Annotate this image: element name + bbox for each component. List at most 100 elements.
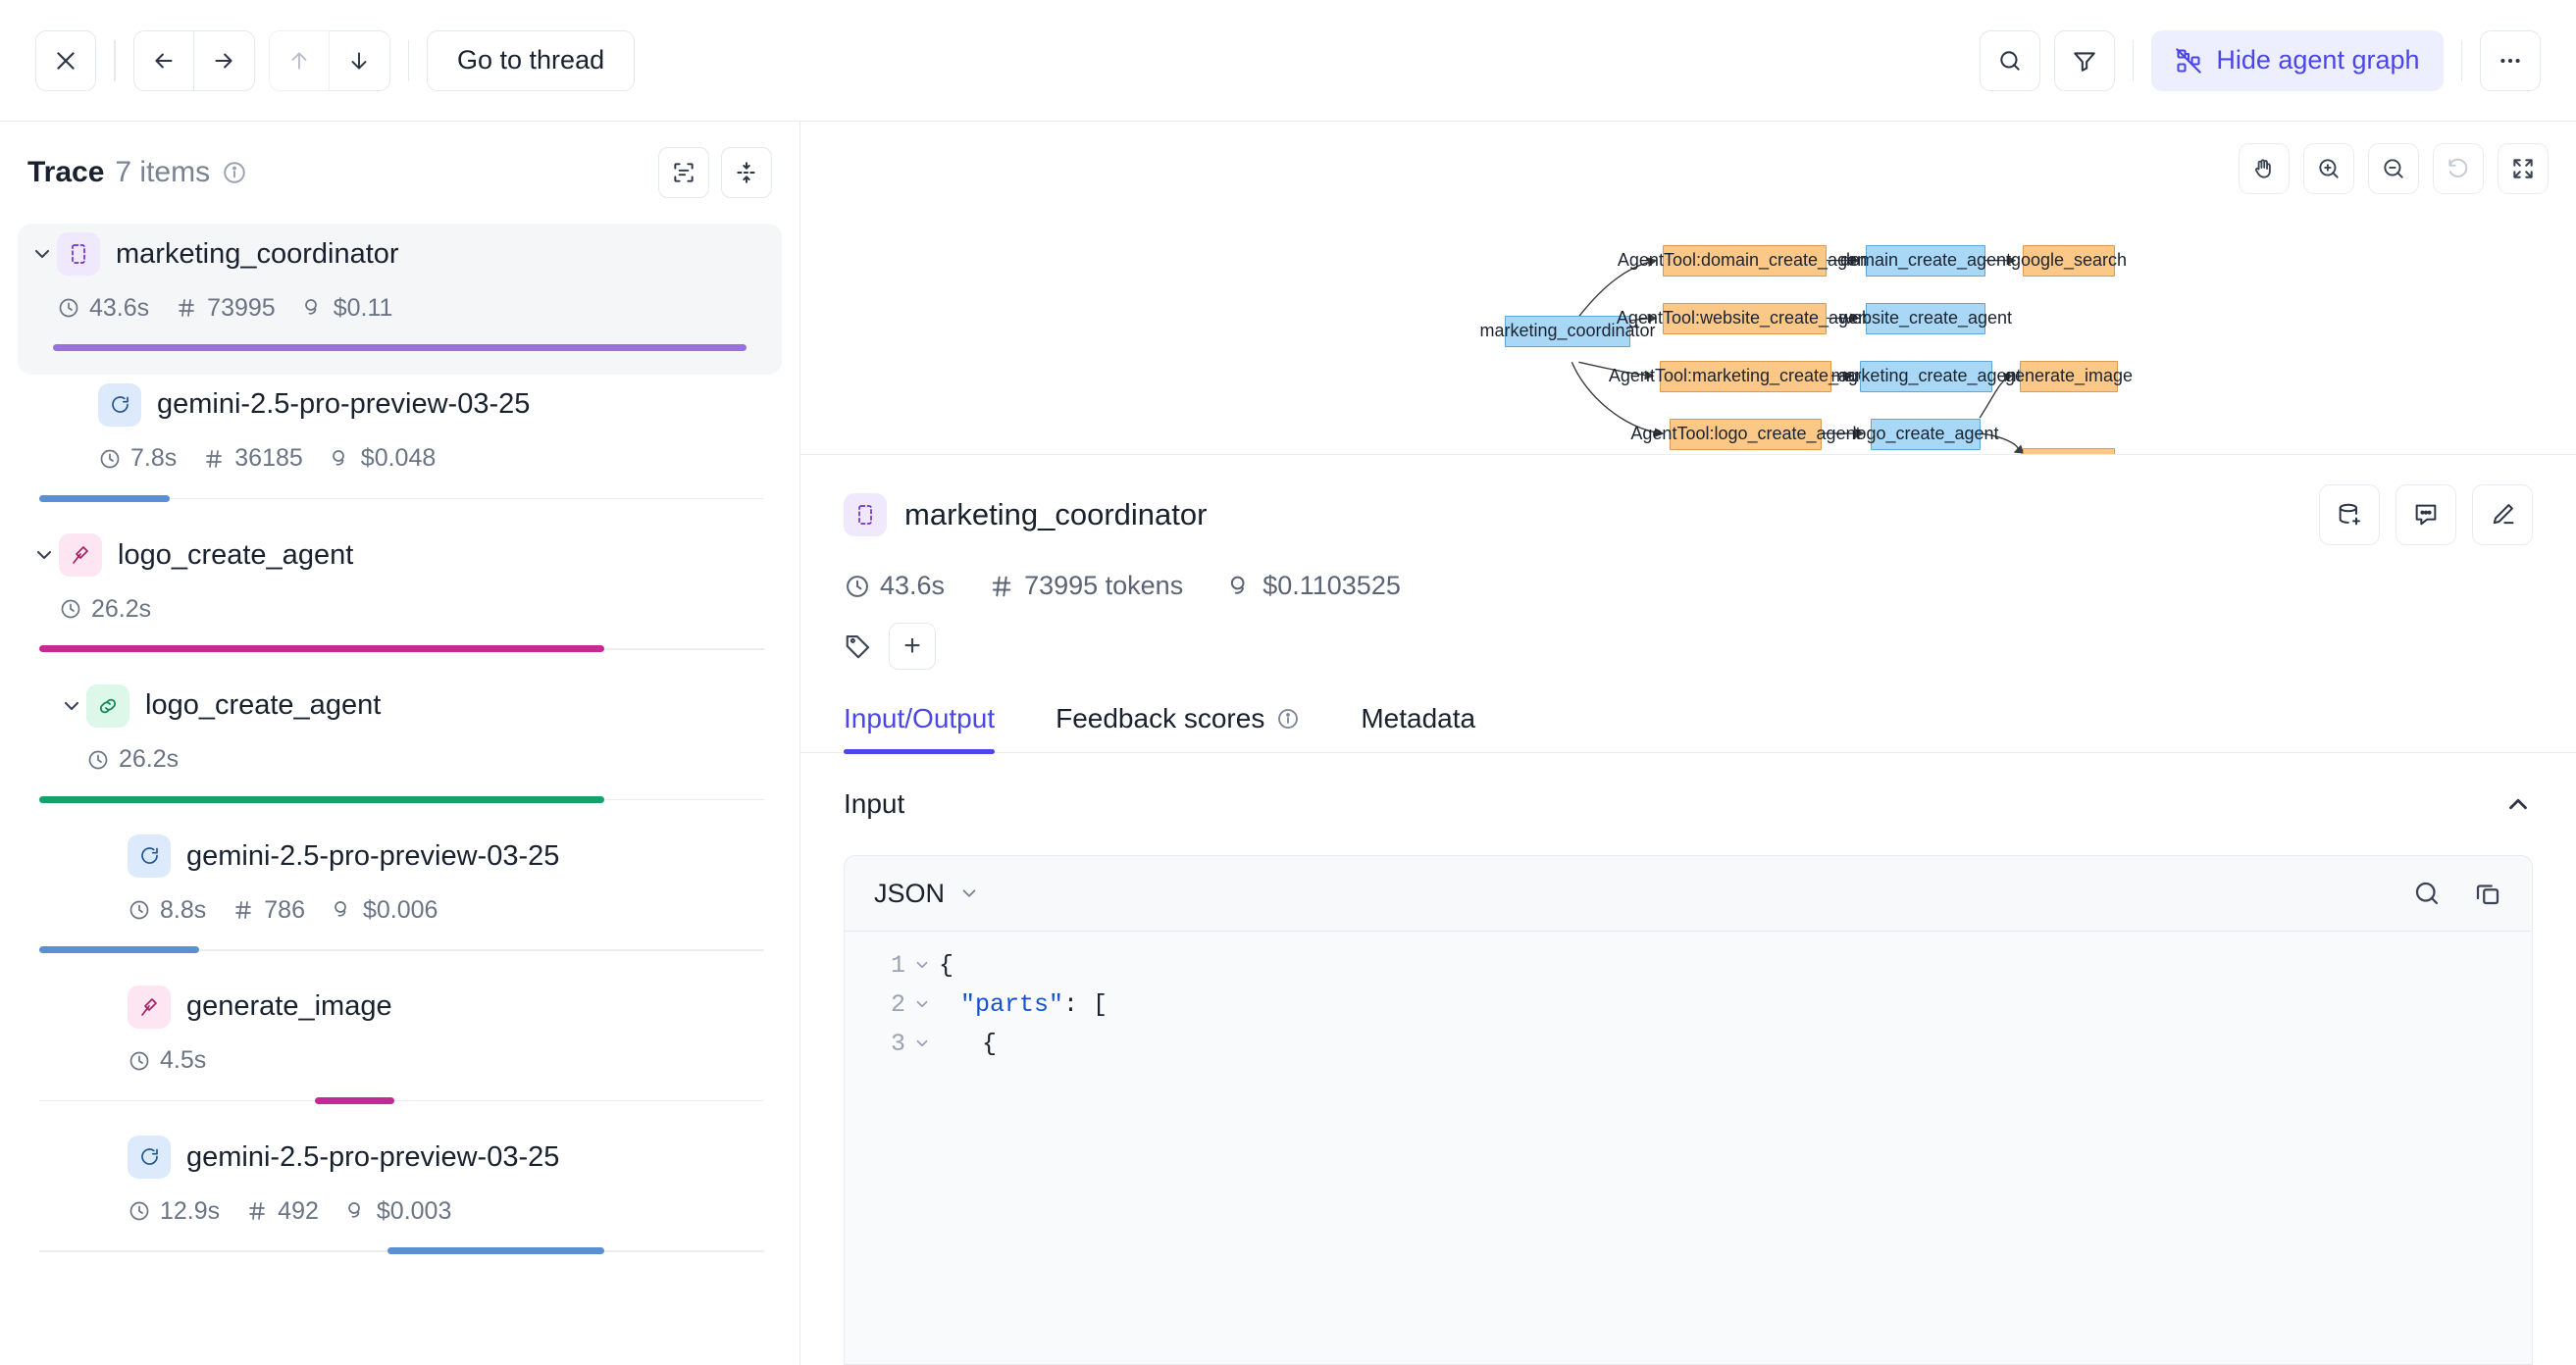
info-icon[interactable] <box>1276 707 1300 731</box>
copy-code-button[interactable] <box>2473 879 2502 908</box>
graph-node-agenttool-domain-create-agent[interactable]: AgentTool:domain_create_agent <box>1618 245 1872 277</box>
tree-node-logo-create-agent-tool[interactable]: logo_create_agent 26.2s <box>0 525 799 676</box>
graph-node-load-artifacts[interactable]: load_artifacts <box>2016 448 2122 454</box>
duration-bar-fill <box>39 645 605 652</box>
duration-metric: 26.2s <box>86 745 179 774</box>
tab-feedback-scores[interactable]: Feedback scores <box>1056 703 1300 752</box>
fold-chevron-icon[interactable] <box>905 1035 939 1052</box>
collapse-all-button[interactable] <box>721 147 772 198</box>
expand-chevron-icon[interactable] <box>57 694 86 718</box>
fold-chevron-icon[interactable] <box>905 995 939 1013</box>
trace-sidebar: Trace 7 items <box>0 122 800 1365</box>
tree-node-marketing-coordinator[interactable]: marketing_coordinator 43.6s 73995 <box>18 224 782 375</box>
text-scan-icon <box>674 163 694 182</box>
graph-node-marketing-coordinator[interactable]: marketing_coordinator <box>1479 316 1656 347</box>
comment-icon <box>2415 504 2437 526</box>
input-code-card: JSON <box>844 855 2533 1365</box>
tokens-value: 73995 <box>207 293 276 322</box>
clock-icon <box>847 575 868 597</box>
tree-node-logo-create-agent-chain[interactable]: logo_create_agent 26.2s <box>0 676 799 827</box>
pan-tool-button[interactable] <box>2239 143 2290 194</box>
tree-node-gemini-2[interactable]: gemini-2.5-pro-preview-03-25 8.8s 786 <box>0 826 799 977</box>
graph-node-marketing-create-agent[interactable]: marketing_create_agent <box>1830 361 2022 392</box>
close-button[interactable] <box>35 29 96 91</box>
add-tag-button[interactable]: + <box>889 623 936 670</box>
hash-icon <box>992 576 1011 596</box>
duration-bar-track <box>39 1247 764 1254</box>
graph-node-agenttool-marketing-create-agent[interactable]: AgentTool:marketing_create_agent <box>1609 361 1882 392</box>
copy-icon <box>2476 885 2499 905</box>
code-content[interactable]: 1 { 2 "parts": [ <box>845 931 2532 1364</box>
hide-agent-graph-button[interactable]: Hide agent graph <box>2151 29 2444 91</box>
llm-icon <box>128 834 171 878</box>
more-options-button[interactable] <box>2480 29 2541 91</box>
cost-value: $0.003 <box>376 1196 452 1225</box>
filter-button[interactable] <box>2053 29 2115 91</box>
tree-node-gemini-3[interactable]: gemini-2.5-pro-preview-03-25 12.9s 492 <box>0 1127 799 1278</box>
graph-node-logo-create-agent[interactable]: logo_create_agent <box>1852 419 1999 450</box>
duration-value: 26.2s <box>119 745 180 773</box>
graph-node-generate-image[interactable]: generate_image <box>2005 361 2133 392</box>
toggle-details-button[interactable] <box>658 147 709 198</box>
go-to-thread-button[interactable]: Go to thread <box>427 29 636 91</box>
tab-input-output[interactable]: Input/Output <box>844 703 996 754</box>
zoom-in-button[interactable] <box>2303 143 2354 194</box>
coins-icon <box>332 449 344 466</box>
next-span-button[interactable] <box>329 29 390 91</box>
tree-node-gemini-1[interactable]: gemini-2.5-pro-preview-03-25 7.8s 36185 <box>0 375 799 526</box>
graph-node-website-create-agent[interactable]: website_create_agent <box>1839 303 2012 334</box>
code-search-button[interactable] <box>2412 879 2442 908</box>
fold-chevron-icon[interactable] <box>905 956 939 974</box>
graph-toolbar <box>2239 143 2549 194</box>
duration-metric: 26.2s <box>59 595 151 624</box>
trace-item-count: 7 items <box>115 156 211 188</box>
span-detail-panel: marketing_coordinator <box>800 455 2576 1365</box>
trace-tree: marketing_coordinator 43.6s 73995 <box>0 224 799 1365</box>
zoom-out-button[interactable] <box>2368 143 2419 194</box>
duration-metric: 4.5s <box>128 1046 206 1075</box>
expand-chevron-icon[interactable] <box>29 543 59 567</box>
graph-node-google-search[interactable]: google_search <box>2011 245 2127 277</box>
language-selector[interactable]: JSON <box>874 879 980 909</box>
input-output-section: Input JSON <box>800 753 2576 1365</box>
fullscreen-button[interactable] <box>2498 143 2549 194</box>
input-section-title: Input <box>844 788 905 819</box>
duration-value: 8.8s <box>160 895 207 924</box>
graph-node-agenttool-logo-create-agent[interactable]: AgentTool:logo_create_agent <box>1630 419 1861 450</box>
comment-button[interactable] <box>2396 484 2456 545</box>
cost-metric: $0.006 <box>331 896 438 925</box>
trace-header-actions <box>658 147 772 198</box>
zoom-in-icon <box>2319 159 2339 178</box>
arrow-right-icon <box>215 53 232 68</box>
clock-icon <box>129 1051 149 1070</box>
line-number: 2 <box>890 989 905 1019</box>
detail-actions <box>2319 484 2533 545</box>
input-section-header[interactable]: Input <box>844 753 2533 855</box>
graph-node-agenttool-website-create-agent[interactable]: AgentTool:website_create_agent <box>1617 303 1873 334</box>
expand-chevron-icon[interactable] <box>27 242 57 266</box>
reset-icon <box>2448 158 2468 177</box>
search-button[interactable] <box>1979 29 2040 91</box>
add-to-dataset-button[interactable] <box>2319 484 2380 545</box>
back-button[interactable] <box>132 29 194 91</box>
clock-icon <box>59 298 78 318</box>
previous-span-button[interactable] <box>268 29 330 91</box>
search-icon <box>2415 882 2439 905</box>
edit-button[interactable] <box>2472 484 2533 545</box>
tree-node-label: marketing_coordinator <box>116 237 399 270</box>
tree-node-generate-image[interactable]: generate_image 4.5s <box>0 977 799 1128</box>
tab-metadata[interactable]: Metadata <box>1361 703 1475 752</box>
main-body: Trace 7 items <box>0 122 2576 1365</box>
reset-view-button[interactable] <box>2433 143 2484 194</box>
agent-graph[interactable]: marketing_coordinator AgentTool:domain_c… <box>800 122 2576 455</box>
code-line: 1 { <box>845 945 2532 985</box>
info-icon[interactable] <box>222 160 247 185</box>
tokens-metric: 786 <box>232 896 305 925</box>
collapse-input-chevron-icon[interactable] <box>2503 789 2533 819</box>
span-icon <box>844 493 887 536</box>
arrow-up-icon <box>291 51 306 70</box>
graph-node-domain-create-agent[interactable]: domain_create_agent <box>1840 245 2011 277</box>
tree-node-label: logo_create_agent <box>145 689 382 721</box>
forward-button[interactable] <box>193 29 255 91</box>
llm-icon <box>98 382 141 427</box>
